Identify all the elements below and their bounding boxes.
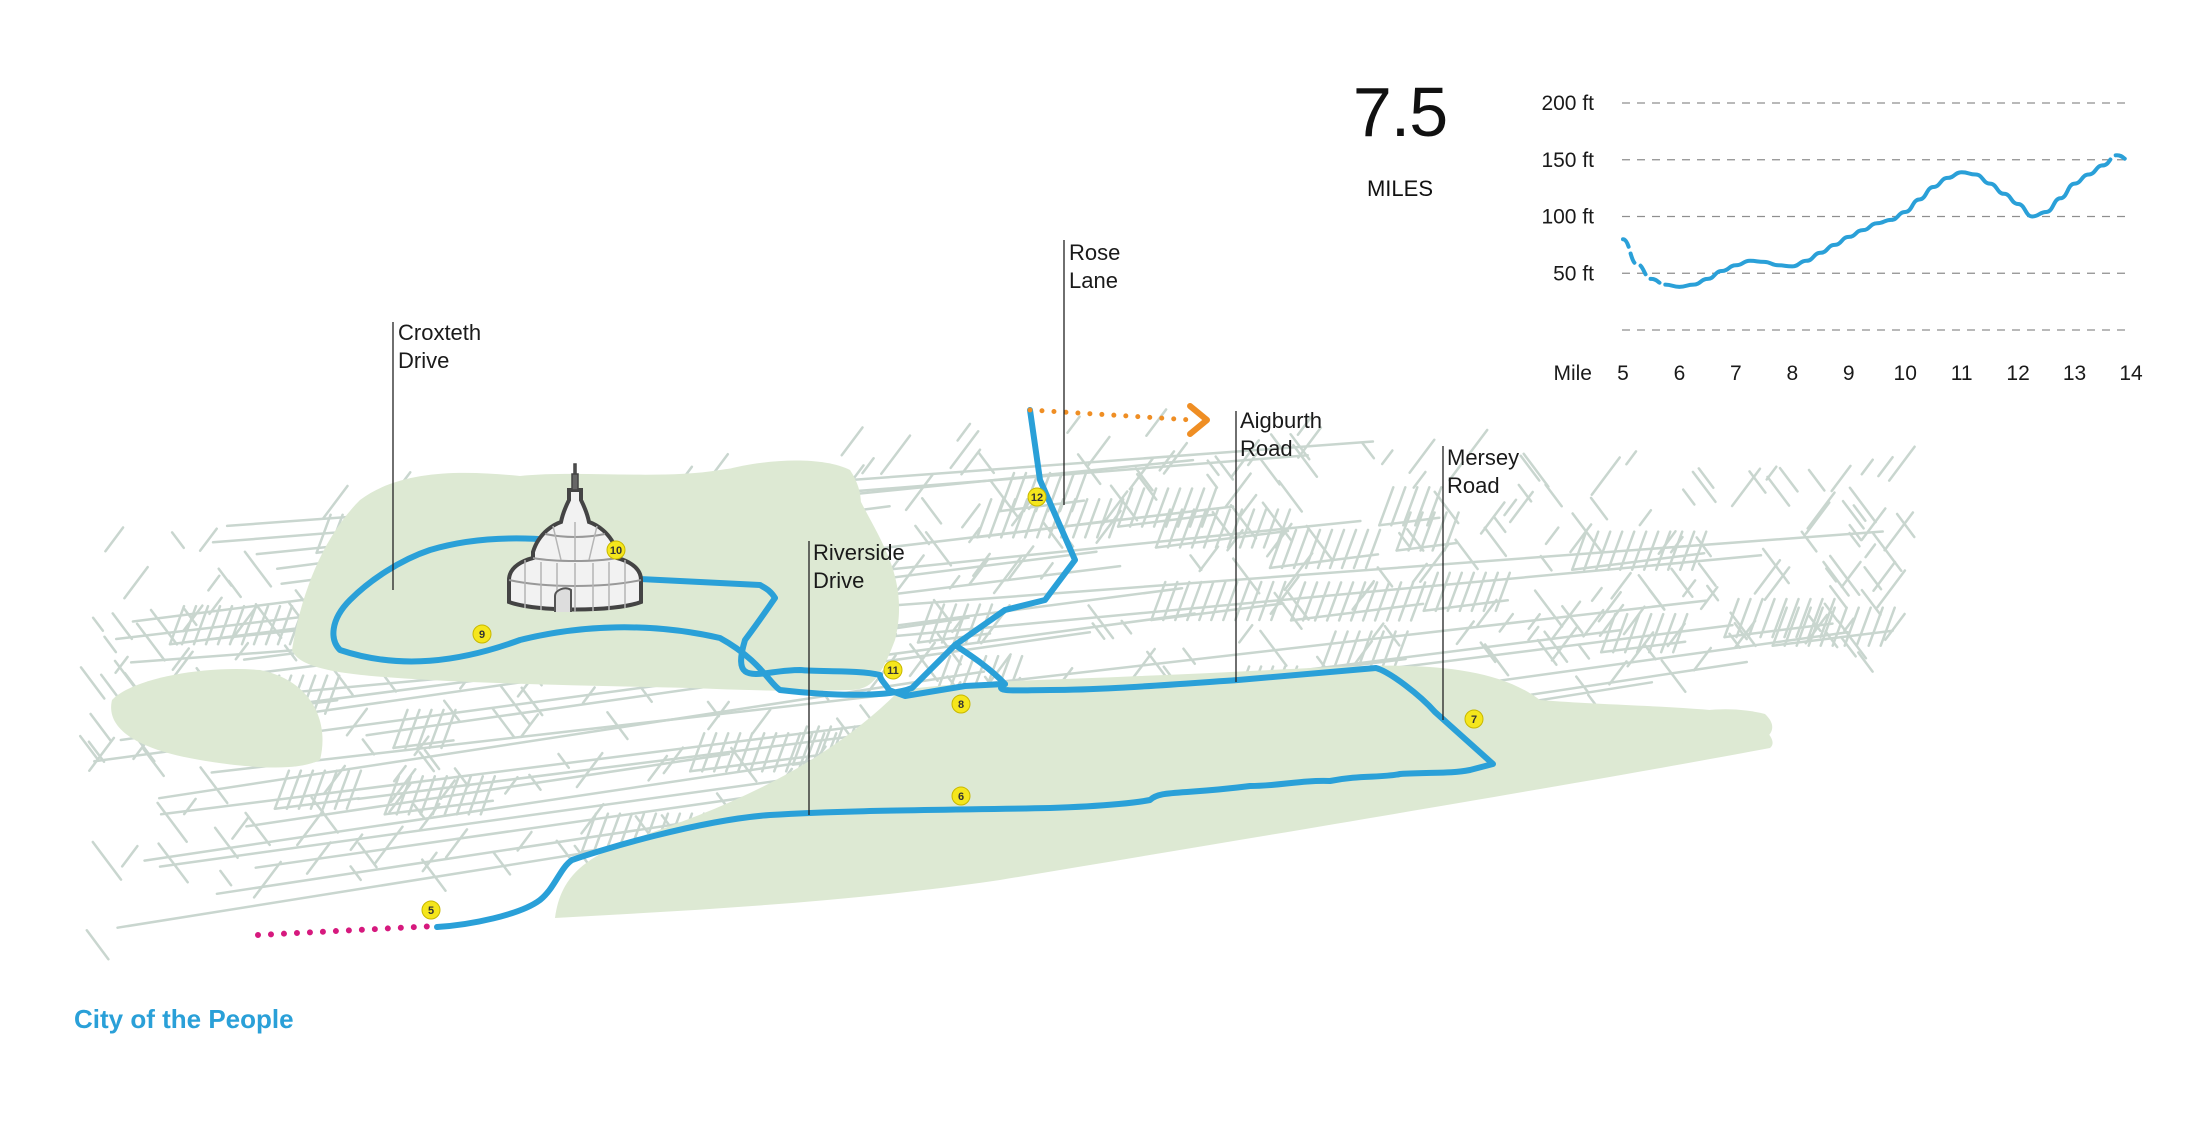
callout-riverside-drive: Riverside Drive [808,540,905,815]
callout-aigburth-line1: Aigburth [1240,408,1322,433]
chart-x-tick-label: 13 [2063,362,2086,385]
park-north-lobe [725,460,861,540]
route-lead-in-dots [255,923,439,938]
chart-gridlines [1622,102,2131,331]
chart-x-tick-label: 12 [2006,362,2029,385]
svg-text:11: 11 [887,665,899,677]
chart-x-tick-label: 6 [1674,362,1686,385]
chart-y-tick-label: 150 ft [1541,149,1594,172]
route-segment-main [330,407,1496,930]
route [330,407,1496,930]
mile-marker-7: 7 [1464,709,1484,729]
callout-aigburth-line2: Road [1240,436,1293,461]
mile-marker-6: 6 [951,786,971,806]
distance-value: 7.5 [1352,73,1448,151]
chart-x-tick-label: 11 [1951,362,1973,385]
chart-x-tick-label: 7 [1730,362,1742,385]
callout-rose-line1: Rose [1069,240,1120,265]
chart-x-tick-label: 10 [1894,362,1917,385]
chart-y-tick-label: 100 ft [1541,206,1594,229]
chart-x-tick-label: 8 [1786,362,1798,385]
chart-y-tick-label: 200 ft [1541,92,1594,115]
mile-marker-5: 5 [421,900,441,920]
palm-house-dome-icon [507,463,643,612]
chart-series-dashed-segment [2100,153,2133,168]
chart-series-dashed-segment [1621,237,1668,287]
callout-rose-lane: Rose Lane [1063,240,1120,505]
small-park-left [111,669,323,768]
mile-marker-10: 10 [606,540,626,560]
svg-text:9: 9 [479,629,485,641]
callout-riverside-line1: Riverside [813,540,905,565]
chart-y-tick-labels: 200 ft 150 ft 100 ft 50 ft [1541,92,1594,285]
chart-x-tick-label: 5 [1617,362,1629,385]
callout-mersey-line1: Mersey [1447,445,1519,470]
chart-series-solid-segment [1663,163,2105,289]
chart-x-tick-label: 9 [1843,362,1855,385]
chart-x-tick-label: 14 [2119,362,2143,385]
svg-text:7: 7 [1471,714,1477,726]
small-park-right [1655,709,1773,749]
svg-text:10: 10 [610,545,622,557]
mile-marker-9: 9 [472,624,492,644]
callout-aigburth-road: Aigburth Road [1235,408,1322,682]
distance-unit: MILES [1366,176,1434,201]
svg-text:5: 5 [428,905,434,917]
callout-rose-line2: Lane [1069,268,1118,293]
route-segment-connector [952,642,1008,687]
svg-text:6: 6 [958,791,964,803]
callout-riverside-line2: Drive [813,568,864,593]
park-lower-middle [1017,682,1457,812]
mile-marker-11: 11 [883,660,903,680]
mile-marker-8: 8 [951,694,971,714]
callout-mersey-line2: Road [1447,473,1500,498]
callout-mersey-road: Mersey Road [1442,445,1519,720]
svg-text:12: 12 [1031,492,1043,504]
svg-text:8: 8 [958,699,964,711]
chart-x-axis-label: Mile [1553,362,1592,385]
callout-croxteth-drive: Croxteth Drive [392,320,481,590]
chart-y-tick-label: 50 ft [1553,262,1594,285]
map-caption: City of the People [74,1004,294,1034]
chart-series-line [1621,153,2133,289]
chart-x-tick-labels: 5 6 7 8 9 10 11 12 13 14 [1617,362,2143,385]
callout-croxteth-line1: Croxteth [398,320,481,345]
callout-croxteth-line2: Drive [398,348,449,373]
continuation-arrow [1027,403,1210,437]
mile-marker-12: 12 [1027,487,1047,507]
